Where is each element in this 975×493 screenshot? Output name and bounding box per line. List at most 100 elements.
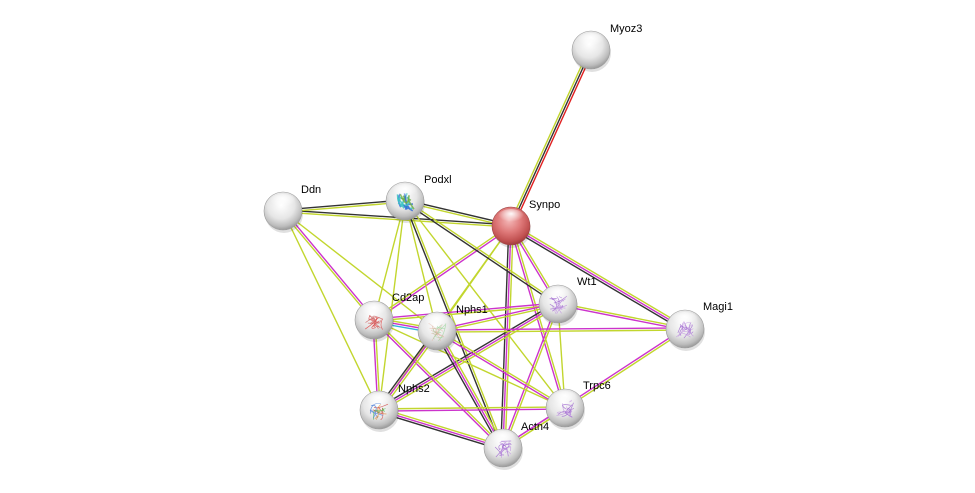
node-label-cd2ap: Cd2ap	[392, 292, 424, 304]
edge-strand-textmining	[282, 211, 511, 228]
edge-magi1-nphs1[interactable]	[436, 327, 686, 333]
edge-nphs1-trpc6[interactable]	[436, 329, 566, 410]
edge-wt1-nphs1[interactable]	[436, 302, 559, 333]
edge-nphs2-actn4[interactable]	[378, 407, 504, 451]
node-highlight	[577, 33, 605, 49]
edge-strand-coexpression	[434, 331, 502, 450]
edge-synpo-magi1[interactable]	[509, 223, 687, 332]
structure-strand	[552, 303, 560, 311]
structure-strand	[373, 325, 379, 329]
node-label-nphs2: Nphs2	[398, 383, 430, 395]
node-highlight	[497, 209, 525, 225]
edge-strand-coexpression	[378, 411, 503, 451]
structure-strand	[680, 332, 691, 338]
structure-strand	[502, 446, 511, 451]
node-wt1[interactable]: Wt1	[538, 276, 597, 326]
node-ddn[interactable]: Ddn	[263, 184, 321, 233]
edges-layer	[281, 48, 687, 451]
edge-synpo-myoz3[interactable]	[508, 48, 594, 228]
edge-strand-coexpression	[377, 301, 558, 409]
edge-nphs1-actn4[interactable]	[434, 329, 506, 450]
structure-strand	[407, 205, 411, 210]
edge-strand-textmining	[378, 406, 565, 410]
edge-strand-experiments	[374, 226, 513, 322]
edge-cd2ap-trpc6[interactable]	[373, 319, 566, 409]
node-highlight	[269, 194, 297, 210]
edge-strand-experiments	[436, 330, 504, 449]
edge-ddn-nphs1[interactable]	[282, 210, 438, 332]
node-label-magi1: Magi1	[703, 301, 733, 313]
edge-strand-textmining	[373, 319, 566, 409]
edge-strand-textmining	[437, 329, 686, 333]
node-highlight	[551, 391, 579, 407]
edge-strand-textmining	[508, 48, 590, 226]
node-podxl[interactable]: Podxl	[385, 174, 452, 223]
node-myoz3[interactable]: Myoz3	[571, 23, 642, 72]
edge-podxl-nphs2[interactable]	[378, 200, 406, 411]
node-highlight	[360, 303, 388, 319]
edge-wt1-nphs2[interactable]	[377, 301, 560, 413]
node-nphs1[interactable]: Nphs1	[417, 304, 488, 353]
structure-strand	[567, 410, 571, 418]
edge-synpo-cd2ap[interactable]	[372, 224, 513, 322]
edge-podxl-wt1[interactable]	[403, 199, 560, 306]
edge-synpo-trpc6[interactable]	[509, 225, 567, 409]
structure-strand	[380, 318, 383, 330]
edge-strand-textmining	[558, 302, 686, 329]
edge-ddn-nphs2[interactable]	[282, 210, 380, 411]
edge-podxl-cd2ap[interactable]	[373, 200, 406, 321]
edge-strand-coexpression	[403, 201, 558, 306]
edge-strand-textmining	[378, 200, 406, 411]
edge-strand-experiments	[378, 409, 504, 449]
edge-strand-textmining	[405, 200, 505, 448]
structure-strand	[403, 204, 409, 210]
edge-ddn-cd2ap[interactable]	[281, 209, 376, 322]
edge-wt1-magi1[interactable]	[557, 302, 686, 331]
node-actn4[interactable]: Actn4	[483, 421, 549, 470]
structure-strand	[435, 333, 443, 338]
node-label-nphs1: Nphs1	[456, 304, 488, 316]
edge-podxl-nphs1[interactable]	[404, 200, 438, 332]
structure-strand	[570, 408, 573, 417]
edge-strand-textmining	[504, 226, 514, 449]
node-highlight	[489, 431, 517, 447]
edge-strand-experiments	[436, 331, 565, 410]
structure-strand	[372, 407, 383, 414]
edge-podxl-trpc6[interactable]	[404, 200, 566, 409]
edge-strand-textmining	[282, 210, 438, 332]
node-trpc6[interactable]: Trpc6	[545, 380, 611, 430]
node-magi1[interactable]: Magi1	[665, 301, 733, 351]
edge-strand-textmining	[404, 200, 566, 409]
edge-strand-coexpression	[509, 227, 685, 332]
edge-ddn-podxl[interactable]	[282, 199, 406, 213]
node-highlight	[671, 312, 699, 328]
structure-strand	[500, 445, 511, 456]
edge-strand-textmining	[379, 407, 504, 447]
edge-wt1-cd2ap[interactable]	[373, 302, 559, 322]
node-synpo[interactable]: Synpo	[491, 199, 560, 248]
edge-strand-experiments	[378, 303, 559, 411]
node-label-trpc6: Trpc6	[583, 380, 611, 392]
node-label-wt1: Wt1	[577, 276, 597, 288]
node-cd2ap[interactable]: Cd2ap	[354, 292, 424, 342]
edge-strand-textmining	[283, 201, 406, 213]
node-nphs2[interactable]: Nphs2	[359, 383, 430, 432]
edge-strand-textmining	[404, 200, 438, 332]
node-label-podxl: Podxl	[424, 174, 452, 186]
structure-strand	[552, 306, 563, 310]
edge-strand-coexpression	[510, 49, 592, 227]
edge-nphs2-trpc6[interactable]	[378, 406, 566, 412]
edge-strand-textmining	[374, 304, 559, 322]
edge-strand-experiments	[436, 302, 558, 331]
edge-strand-textmining	[437, 329, 566, 408]
structure-strand	[400, 204, 405, 209]
edge-strand-textmining	[438, 329, 506, 448]
structure-strand	[377, 408, 386, 414]
edge-strand-experiments	[510, 225, 686, 330]
edge-strand-textmining	[511, 223, 687, 328]
edge-cd2ap-actn4[interactable]	[372, 318, 505, 450]
structure-strand	[678, 327, 683, 337]
node-highlight	[423, 314, 451, 330]
